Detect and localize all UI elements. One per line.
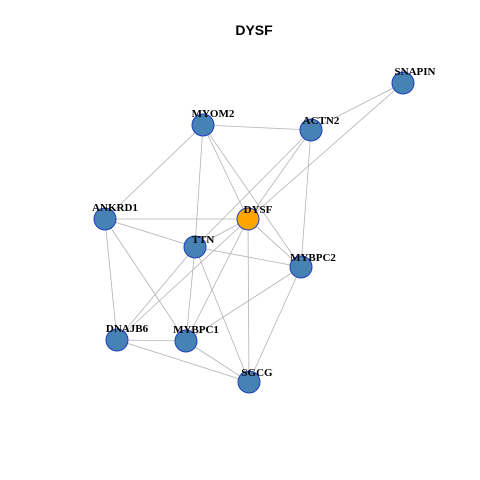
node-circle[interactable] xyxy=(299,118,323,142)
diagram-title: DYSF xyxy=(235,22,273,38)
edge-myom2-actn2 xyxy=(202,124,312,131)
edge-ankrd1-ttn xyxy=(104,218,196,248)
node-circle[interactable] xyxy=(174,329,198,353)
edge-dysf-mybpc1 xyxy=(185,218,249,342)
node-dysf[interactable]: DYSF xyxy=(236,204,273,231)
node-circle[interactable] xyxy=(391,71,415,95)
edge-ankrd1-dnajb6 xyxy=(104,218,118,341)
edge-mybpc2-sgcg xyxy=(248,266,302,383)
node-ttn[interactable]: TTN xyxy=(183,234,215,259)
node-actn2[interactable]: ACTN2 xyxy=(299,115,340,142)
edge-myom2-ttn xyxy=(194,124,204,248)
edge-actn2-ttn xyxy=(194,129,312,248)
node-sgcg[interactable]: SGCG xyxy=(237,367,273,394)
node-ankrd1[interactable]: ANKRD1 xyxy=(92,202,138,231)
edge-ttn-mybpc1 xyxy=(185,246,196,342)
node-mybpc2[interactable]: MYBPC2 xyxy=(289,252,336,279)
edge-dysf-mybpc2 xyxy=(247,218,302,268)
edge-snapin-dysf xyxy=(247,82,404,220)
edge-myom2-ankrd1 xyxy=(104,124,204,220)
edge-myom2-mybpc2 xyxy=(202,124,302,268)
edge-dnajb6-sgcg xyxy=(116,339,250,383)
edge-ttn-sgcg xyxy=(194,246,250,383)
node-myom2[interactable]: MYOM2 xyxy=(191,108,235,137)
node-snapin[interactable]: SNAPIN xyxy=(391,66,436,95)
edge-dnajb6-mybpc1 xyxy=(116,339,187,342)
node-circle[interactable] xyxy=(105,328,129,352)
edge-actn2-dysf xyxy=(247,129,312,220)
node-circle[interactable] xyxy=(236,207,260,231)
edge-mybpc2-mybpc1 xyxy=(185,266,302,342)
edge-ttn-dnajb6 xyxy=(116,246,196,341)
node-circle[interactable] xyxy=(237,370,261,394)
edge-snapin-actn2 xyxy=(310,82,404,131)
edge-myom2-dysf xyxy=(202,124,249,220)
node-circle[interactable] xyxy=(183,235,207,259)
node-label: ACTN2 xyxy=(303,115,340,127)
node-label: TTN xyxy=(192,234,215,246)
node-mybpc1[interactable]: MYBPC1 xyxy=(173,324,219,353)
node-label: MYOM2 xyxy=(192,108,235,120)
node-label: DYSF xyxy=(244,204,273,216)
edge-actn2-mybpc2 xyxy=(300,129,312,268)
node-label: MYBPC2 xyxy=(290,252,336,264)
node-label: DNAJB6 xyxy=(106,323,149,335)
node-label: SNAPIN xyxy=(395,66,436,78)
node-circle[interactable] xyxy=(289,255,313,279)
edge-dysf-dnajb6 xyxy=(116,218,249,341)
node-label: ANKRD1 xyxy=(92,202,138,214)
edge-ankrd1-mybpc1 xyxy=(104,218,187,342)
edge-mybpc1-sgcg xyxy=(185,340,250,383)
node-circle[interactable] xyxy=(191,113,215,137)
edge-layer xyxy=(104,82,404,383)
edge-ttn-mybpc2 xyxy=(194,246,302,268)
node-circle[interactable] xyxy=(93,207,117,231)
node-label: MYBPC1 xyxy=(173,324,219,336)
node-label: SGCG xyxy=(241,367,273,379)
node-dnajb6[interactable]: DNAJB6 xyxy=(105,323,149,352)
